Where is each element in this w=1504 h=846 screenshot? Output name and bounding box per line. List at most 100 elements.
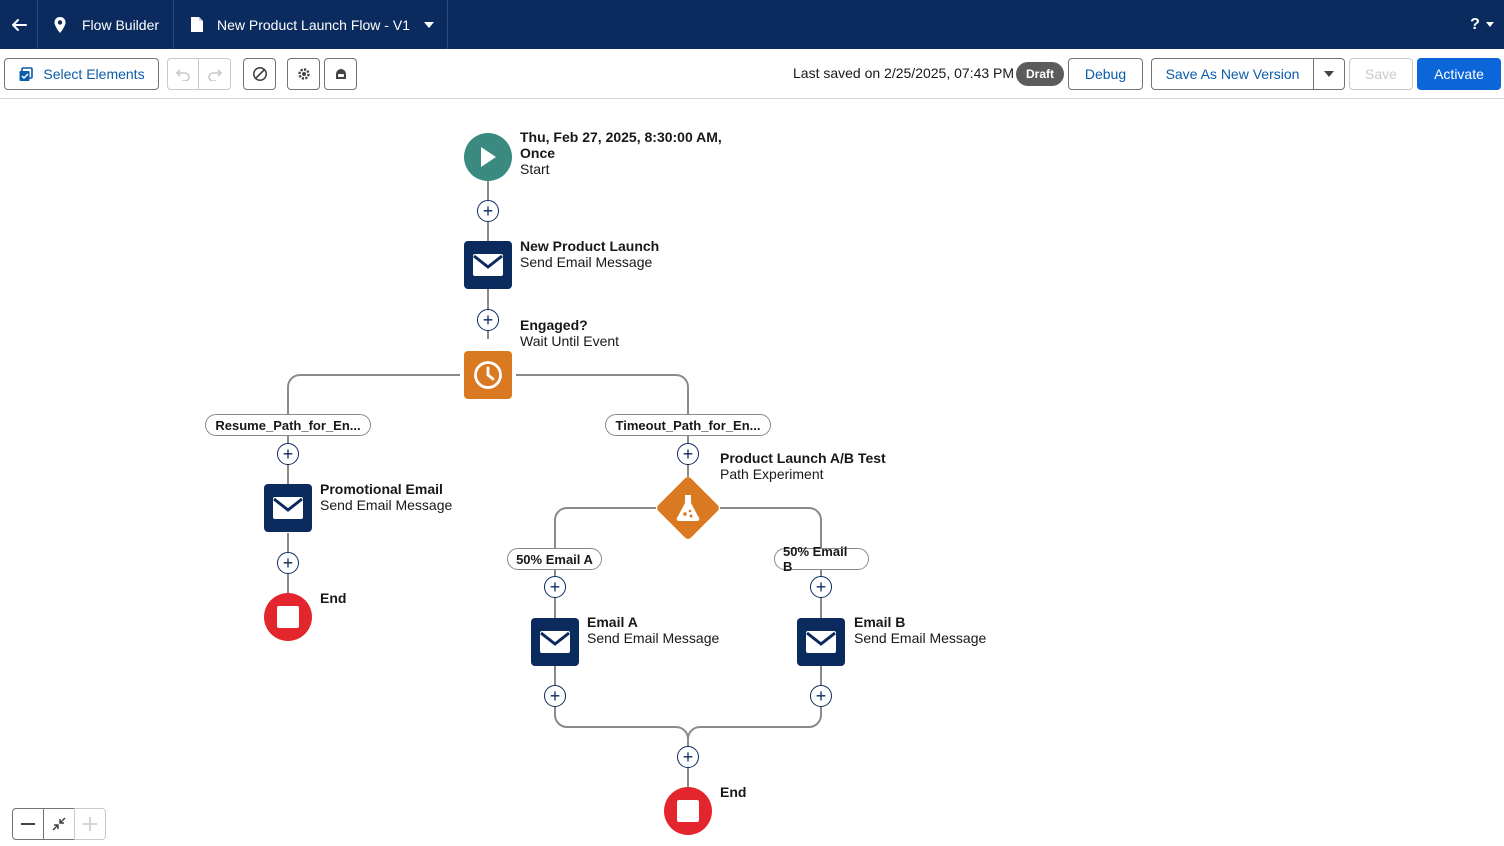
- document-icon: [191, 17, 203, 32]
- engaged-label: Engaged? Wait Until Event: [520, 317, 619, 349]
- email-a-label: Email A Send Email Message: [587, 614, 719, 646]
- engaged-subtitle: Wait Until Event: [520, 333, 620, 349]
- save-as-new-version-button[interactable]: Save As New Version: [1151, 58, 1314, 90]
- select-elements-button[interactable]: Select Elements: [4, 58, 159, 90]
- ban-icon: [252, 67, 267, 81]
- flow-canvas[interactable]: Thu, Feb 27, 2025, 8:30:00 AM, Once Star…: [0, 99, 1504, 846]
- save-button[interactable]: Save: [1349, 58, 1413, 90]
- plus-icon: +: [282, 553, 294, 573]
- plus-icon: [83, 817, 97, 831]
- flask-icon: [676, 495, 700, 522]
- add-element-button[interactable]: +: [677, 746, 699, 768]
- errors-button[interactable]: [243, 58, 276, 90]
- select-elements-label: Select Elements: [43, 66, 145, 82]
- email-node-new-product-launch[interactable]: [464, 241, 512, 289]
- new-product-launch-subtitle: Send Email Message: [520, 254, 653, 270]
- experiment-node[interactable]: [655, 475, 721, 541]
- email-a-title: Email A: [587, 614, 638, 630]
- debug-label: Debug: [1084, 66, 1127, 82]
- promotional-email-title: Promotional Email: [320, 481, 443, 497]
- add-element-button[interactable]: +: [277, 443, 299, 465]
- arrow-left-icon: [11, 18, 27, 31]
- path-label-resume[interactable]: Resume_Path_for_En...: [205, 414, 371, 436]
- stop-icon: [677, 800, 699, 822]
- chevron-down-icon: [423, 21, 434, 28]
- chevron-down-icon: [1324, 71, 1334, 77]
- start-node[interactable]: [464, 133, 512, 181]
- add-element-button[interactable]: +: [477, 309, 499, 331]
- app-name-item[interactable]: Flow Builder: [38, 0, 173, 49]
- gear-icon: [297, 68, 310, 80]
- promotional-email-subtitle: Send Email Message: [320, 497, 453, 513]
- email-b-title: Email B: [854, 614, 906, 630]
- add-element-button[interactable]: +: [544, 685, 566, 707]
- status-badge: Draft: [1016, 62, 1064, 86]
- new-product-launch-label: New Product Launch Send Email Message: [520, 238, 659, 270]
- email-node-email-b[interactable]: [797, 618, 845, 666]
- end-node-left[interactable]: [264, 593, 312, 641]
- envelope-icon: [540, 631, 570, 653]
- zoom-controls: [12, 808, 106, 840]
- path-label-email-a[interactable]: 50% Email A: [507, 548, 602, 570]
- add-element-button[interactable]: +: [277, 552, 299, 574]
- new-product-launch-title: New Product Launch: [520, 238, 660, 254]
- location-pin-icon: [54, 16, 66, 33]
- flow-name-menu[interactable]: New Product Launch Flow - V1: [174, 0, 447, 49]
- save-as-new-version-label: Save As New Version: [1165, 66, 1300, 82]
- plus-icon: +: [682, 747, 694, 767]
- last-saved-text: Last saved on 2/25/2025, 07:43 PM: [793, 65, 1015, 81]
- add-element-button[interactable]: +: [544, 576, 566, 598]
- app-name: Flow Builder: [82, 16, 160, 33]
- debug-button[interactable]: Debug: [1068, 58, 1143, 90]
- connector-lines: [287, 181, 822, 789]
- help-menu[interactable]: ?: [1460, 0, 1504, 49]
- wait-node-engaged[interactable]: [464, 351, 512, 399]
- add-element-button[interactable]: +: [477, 200, 499, 222]
- fit-to-view-button[interactable]: [43, 808, 75, 840]
- end-title-bottom: End: [720, 784, 747, 800]
- back-button[interactable]: [0, 0, 37, 49]
- ab-test-label: Product Launch A/B Test Path Experiment: [720, 450, 886, 482]
- ab-test-subtitle: Path Experiment: [720, 466, 824, 482]
- nav-divider: [173, 0, 174, 49]
- stop-icon: [277, 606, 299, 628]
- zoom-out-button[interactable]: [12, 808, 44, 840]
- redo-button[interactable]: [198, 58, 231, 90]
- start-label: Thu, Feb 27, 2025, 8:30:00 AM, Once Star…: [520, 129, 722, 177]
- email-node-email-a[interactable]: [531, 618, 579, 666]
- select-elements-icon: [19, 67, 34, 81]
- end-label-left: End: [320, 590, 346, 606]
- end-node-bottom[interactable]: [664, 787, 712, 835]
- plus-icon: +: [682, 444, 694, 464]
- redo-icon: [207, 69, 222, 81]
- save-label: Save: [1365, 66, 1397, 82]
- activate-button[interactable]: Activate: [1417, 58, 1501, 90]
- path-label-timeout[interactable]: Timeout_Path_for_En...: [605, 414, 771, 436]
- robot-icon: [335, 69, 346, 79]
- clock-icon: [474, 361, 502, 389]
- save-options-dropdown[interactable]: [1313, 58, 1345, 90]
- add-element-button[interactable]: +: [677, 443, 699, 465]
- email-b-subtitle: Send Email Message: [854, 630, 987, 646]
- top-nav-bar: Flow Builder New Product Launch Flow - V…: [0, 0, 1504, 49]
- end-title-left: End: [320, 590, 347, 606]
- plus-icon: +: [549, 686, 561, 706]
- email-b-label: Email B Send Email Message: [854, 614, 986, 646]
- plus-icon: +: [815, 686, 827, 706]
- promotional-email-label: Promotional Email Send Email Message: [320, 481, 452, 513]
- settings-button[interactable]: [287, 58, 320, 90]
- add-element-button[interactable]: +: [810, 576, 832, 598]
- plus-icon: +: [815, 577, 827, 597]
- flow-name: New Product Launch Flow - V1: [217, 16, 410, 33]
- undo-button[interactable]: [167, 58, 199, 90]
- minus-icon: [21, 823, 35, 825]
- path-label-email-b[interactable]: 50% Email B: [774, 544, 869, 574]
- email-node-promotional[interactable]: [264, 484, 312, 532]
- einstein-button[interactable]: [324, 58, 357, 90]
- envelope-icon: [273, 497, 303, 519]
- start-title-2: Once: [520, 145, 556, 161]
- nav-divider: [447, 0, 448, 49]
- zoom-in-button[interactable]: [74, 808, 106, 840]
- plus-icon: +: [482, 201, 494, 221]
- add-element-button[interactable]: +: [810, 685, 832, 707]
